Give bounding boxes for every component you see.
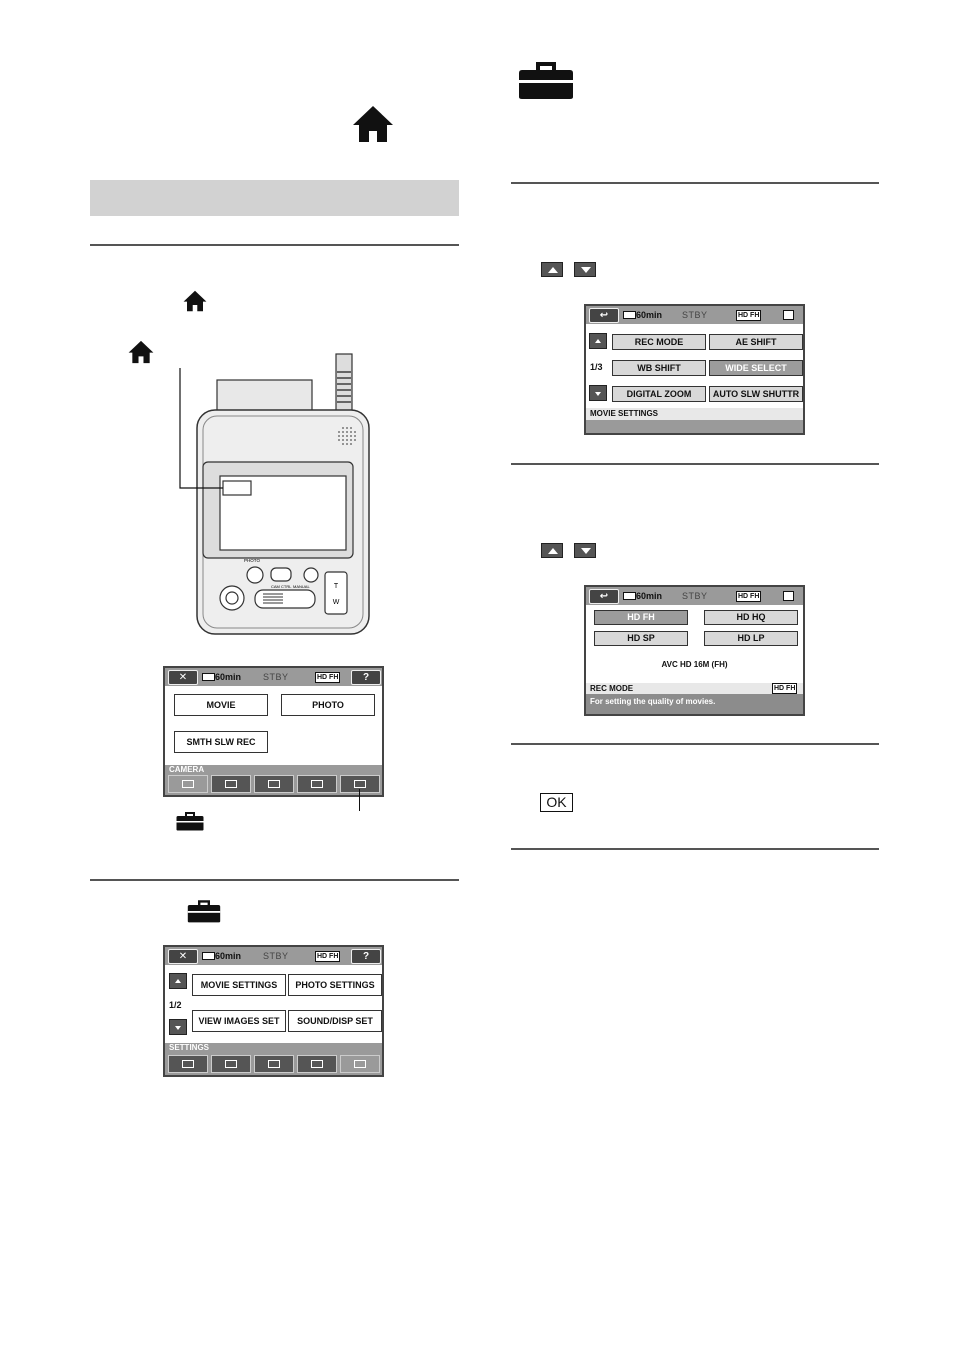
svg-text:PHOTO: PHOTO — [244, 558, 260, 563]
menu-item-auto-slw-shuttr[interactable]: AUTO SLW SHUTTR — [709, 386, 803, 402]
menu-item-wb-shift[interactable]: WB SHIFT — [612, 360, 706, 376]
tab-camera[interactable] — [168, 1055, 208, 1073]
memory-card-icon — [783, 310, 794, 320]
home-icon — [128, 340, 154, 364]
option-hd-hq[interactable]: HD HQ — [704, 610, 798, 625]
home-icon — [353, 106, 393, 142]
menu-item-photo[interactable]: PHOTO — [281, 694, 375, 716]
hd-quality-badge: HD FH — [315, 672, 341, 683]
option-hd-fh[interactable]: HD FH — [594, 610, 688, 625]
divider — [511, 848, 879, 850]
up-arrow-icon — [541, 262, 563, 277]
page-indicator: 1/2 — [169, 1000, 182, 1010]
option-hd-sp[interactable]: HD SP — [594, 631, 688, 646]
remaining-time: 60min — [215, 951, 242, 961]
up-arrow-icon — [541, 543, 563, 558]
svg-text:CAM CTRL: CAM CTRL — [271, 584, 292, 589]
section-header-bar — [90, 180, 459, 216]
lcd-settings: ✕ 60min STBY HD FH ? 1/2 MOVIE SETTINGS … — [163, 945, 384, 1077]
scroll-up-button[interactable] — [589, 333, 607, 349]
hd-quality-badge: HD FH — [736, 310, 762, 321]
standby-status: STBY — [263, 951, 289, 961]
tab-settings[interactable] — [340, 775, 380, 793]
svg-text:W: W — [333, 599, 340, 606]
category-label: MOVIE SETTINGS — [586, 408, 803, 420]
page-indicator: 1/3 — [590, 362, 603, 372]
category-label: CAMERA — [165, 765, 382, 775]
battery-icon — [623, 311, 636, 319]
menu-item-ae-shift[interactable]: AE SHIFT — [709, 334, 803, 350]
scroll-down-button[interactable] — [589, 385, 607, 401]
divider — [90, 244, 459, 246]
divider — [511, 463, 879, 465]
menu-item-rec-mode[interactable]: REC MODE — [612, 334, 706, 350]
back-button[interactable]: ↩ — [589, 308, 619, 323]
option-hd-lp[interactable]: HD LP — [704, 631, 798, 646]
tab-camera[interactable] — [168, 775, 208, 793]
menu-item-view-images-set[interactable]: VIEW IMAGES SET — [192, 1010, 286, 1032]
down-arrow-icon — [574, 543, 596, 558]
standby-status: STBY — [263, 672, 289, 682]
divider — [90, 879, 459, 881]
home-icon — [183, 290, 207, 312]
tab-settings[interactable] — [340, 1055, 380, 1073]
scroll-up-button[interactable] — [169, 973, 187, 989]
hd-quality-badge: HD FH — [772, 683, 798, 694]
tab-playback[interactable] — [211, 775, 251, 793]
remaining-time: 60min — [636, 310, 663, 320]
battery-icon — [202, 673, 215, 681]
scroll-down-button[interactable] — [169, 1019, 187, 1035]
setting-title: REC MODE — [586, 683, 803, 694]
menu-item-digital-zoom[interactable]: DIGITAL ZOOM — [612, 386, 706, 402]
lcd-bottom-bar — [586, 420, 803, 433]
help-button[interactable]: ? — [351, 670, 381, 685]
hd-quality-badge: HD FH — [736, 591, 762, 602]
menu-item-sound-disp-set[interactable]: SOUND/DISP SET — [288, 1010, 382, 1032]
camcorder-illustration: T W PHOTO CAM CTRL MANUAL — [179, 353, 370, 635]
close-button[interactable]: ✕ — [168, 949, 198, 964]
tab-playback[interactable] — [211, 1055, 251, 1073]
category-tabs — [165, 773, 382, 795]
memory-card-icon — [783, 591, 794, 601]
category-label: SETTINGS — [165, 1043, 382, 1053]
tab-manage[interactable] — [297, 775, 337, 793]
menu-item-movie-settings[interactable]: MOVIE SETTINGS — [192, 974, 286, 996]
standby-status: STBY — [682, 310, 708, 320]
lcd-rec-mode: ↩ 60min STBY HD FH HD FH HD HQ HD SP HD … — [584, 585, 805, 716]
selected-mode-info: AVC HD 16M (FH) — [661, 660, 728, 669]
battery-icon — [623, 592, 636, 600]
svg-text:T: T — [334, 583, 339, 590]
standby-status: STBY — [682, 591, 708, 601]
remaining-time: 60min — [215, 672, 242, 682]
tab-others[interactable] — [254, 775, 294, 793]
toolbox-icon — [519, 62, 573, 99]
tab-manage[interactable] — [297, 1055, 337, 1073]
down-arrow-icon — [574, 262, 596, 277]
lcd-home-camera: ✕ 60min STBY HD FH ? MOVIE PHOTO SMTH SL… — [163, 666, 384, 797]
menu-item-smth-slw-rec[interactable]: SMTH SLW REC — [174, 731, 268, 753]
remaining-time: 60min — [636, 591, 663, 601]
toolbox-icon — [187, 900, 221, 923]
svg-text:MANUAL: MANUAL — [293, 584, 310, 589]
menu-item-movie[interactable]: MOVIE — [174, 694, 268, 716]
back-button[interactable]: ↩ — [589, 589, 619, 604]
menu-item-photo-settings[interactable]: PHOTO SETTINGS — [288, 974, 382, 996]
battery-icon — [202, 952, 215, 960]
help-button[interactable]: ? — [351, 949, 381, 964]
divider — [511, 182, 879, 184]
menu-item-wide-select[interactable]: WIDE SELECT — [709, 360, 803, 376]
lcd-movie-settings: ↩ 60min STBY HD FH 1/3 REC MODE AE SHIFT… — [584, 304, 805, 435]
hd-quality-badge: HD FH — [315, 951, 341, 962]
category-tabs — [165, 1053, 382, 1075]
callout-line — [359, 789, 360, 811]
divider — [511, 743, 879, 745]
tab-others[interactable] — [254, 1055, 294, 1073]
ok-button-icon: OK — [540, 793, 573, 812]
close-button[interactable]: ✕ — [168, 670, 198, 685]
toolbox-icon — [176, 812, 204, 831]
setting-description: For setting the quality of movies. — [586, 694, 803, 714]
